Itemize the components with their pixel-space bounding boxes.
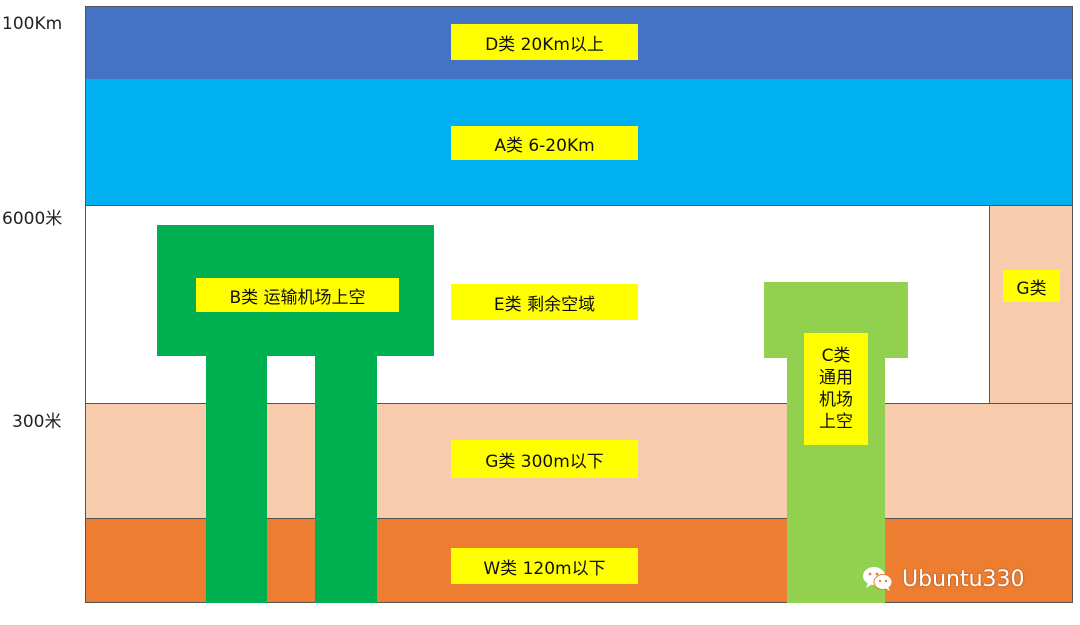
wechat-icon [862,566,894,592]
label-class-d: D类 20Km以上 [451,24,638,60]
label-class-c-line-3: 机场 [819,390,853,410]
axis-label-6000m: 6000米 [2,209,63,229]
watermark-text: Ubuntu330 [902,566,1025,592]
label-class-c-line-2: 通用 [819,368,853,388]
class-b-right-pillar [315,356,377,603]
label-class-g-upper: G类 [1003,270,1060,302]
label-class-c-line-1: C类 [821,346,851,366]
watermark: Ubuntu330 [862,566,1025,592]
label-class-c: C类 通用 机场 上空 [804,333,868,445]
label-class-g: G类 300m以下 [451,440,638,478]
axis-label-100km: 100Km [2,14,63,34]
label-class-e: E类 剩余空域 [451,284,638,320]
class-b-left-pillar [206,356,267,603]
label-class-w: W类 120m以下 [451,548,638,584]
label-class-b: B类 运输机场上空 [196,278,399,312]
label-class-a: A类 6-20Km [451,126,638,160]
region-class-g-upper [989,205,1073,403]
axis-label-300m: 300米 [12,412,62,432]
label-class-c-line-4: 上空 [819,412,853,432]
